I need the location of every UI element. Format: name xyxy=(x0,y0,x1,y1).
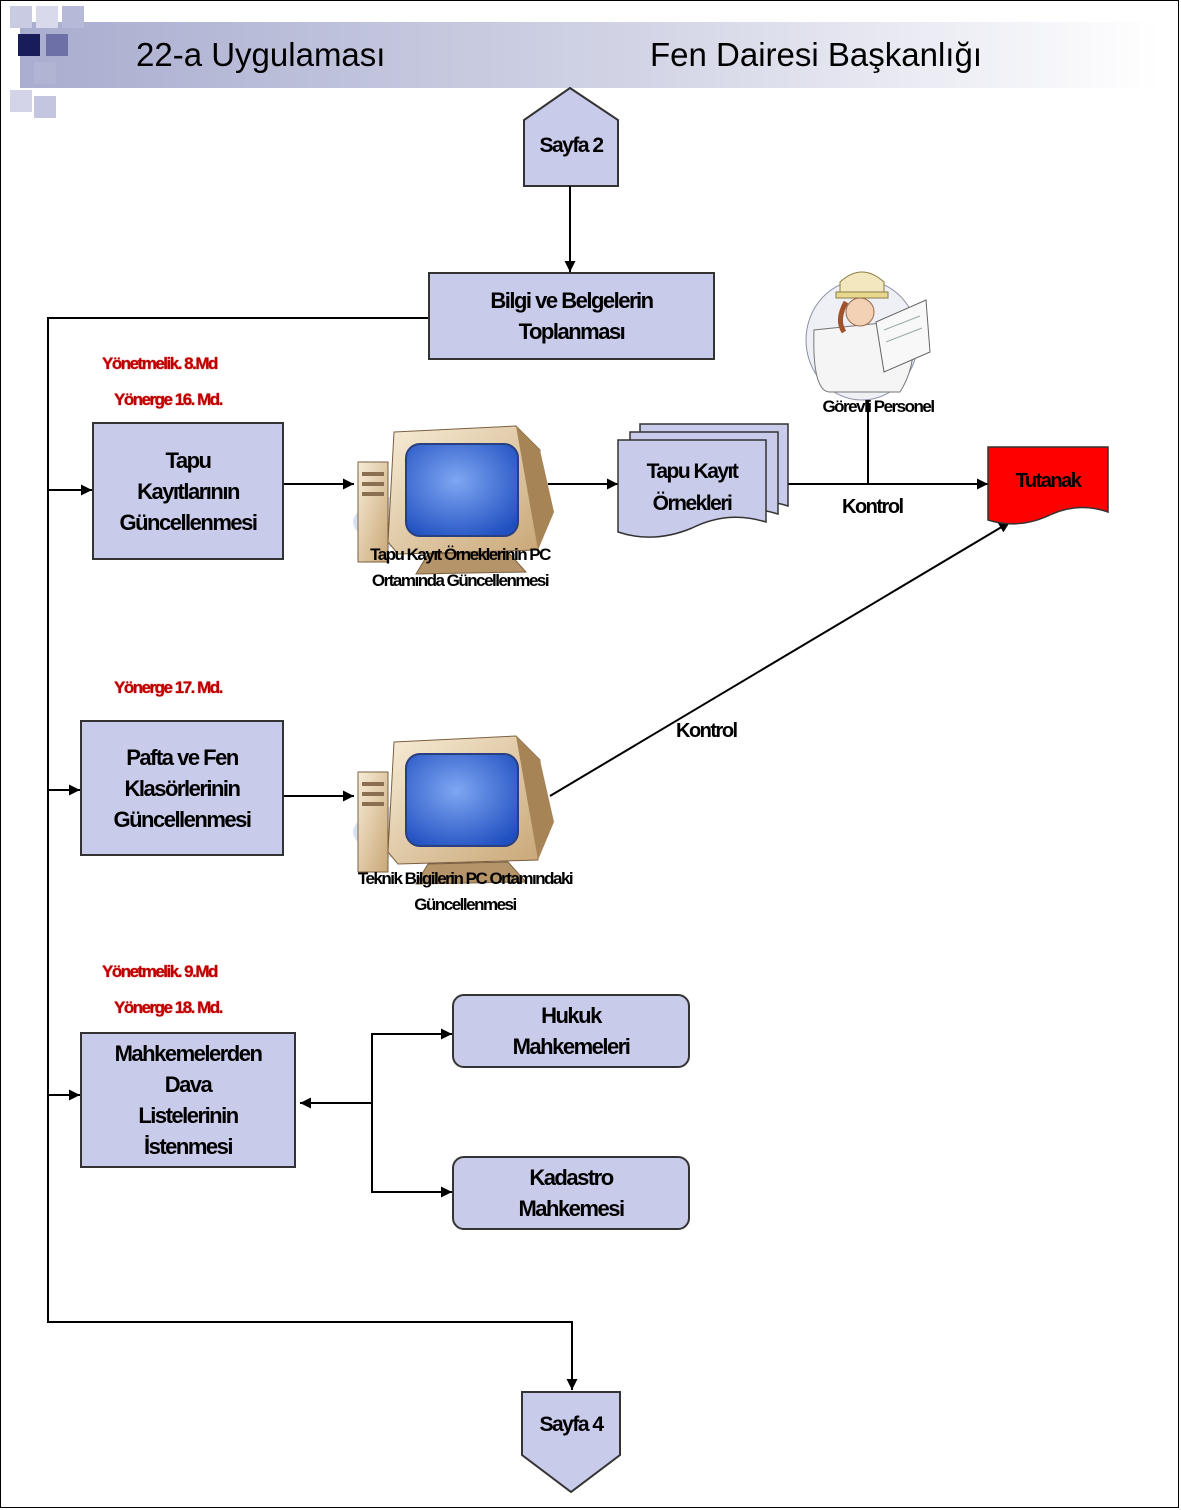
document-stack-shape xyxy=(617,423,789,538)
edge-courts-bracket xyxy=(371,1033,452,1193)
label-kontrol-1: Kontrol xyxy=(842,496,904,518)
document-tapu-kayit-ornekleri: Tapu Kayıt Örnekleri xyxy=(646,460,739,515)
reference-yonerge-18: Yönerge 18. Md. xyxy=(114,998,223,1017)
document-tutanak: Tutanak xyxy=(1015,470,1082,492)
process-bilgi-toplanmasi: Bilgi ve Belgelerin Toplanması xyxy=(428,272,715,360)
department-title: Fen Dairesi Başkanlığı xyxy=(650,36,982,73)
caption-pc-tapu: Tapu Kayıt Örneklerinin PC Ortamında Gün… xyxy=(370,545,551,590)
edge-main-spine xyxy=(47,317,578,1390)
reference-yonetmelik-8: Yönetmelik. 8.Md xyxy=(102,354,218,373)
worker-clipart-icon xyxy=(805,271,931,401)
process-tapu-guncelleme: Tapu Kayıtlarının Güncellenmesi xyxy=(92,422,284,560)
caption-gorevli-personel: Görevli Personel xyxy=(822,397,935,416)
reference-yonetmelik-9: Yönetmelik. 9.Md xyxy=(102,962,218,981)
connector-bottom-shape xyxy=(521,1391,621,1494)
process-dava-listeleri: Mahkemelerden Dava Listelerinin İstenmes… xyxy=(80,1032,296,1168)
header-decoration xyxy=(10,6,1160,118)
page-title: 22-a Uygulaması xyxy=(136,36,386,73)
process-hukuk-mahkemeleri: Hukuk Mahkemeleri xyxy=(452,994,690,1068)
edge-pc2-to-tutanak xyxy=(549,521,1011,797)
label-kontrol-2: Kontrol xyxy=(676,720,738,742)
process-kadastro-mahkemesi: Kadastro Mahkemesi xyxy=(452,1156,690,1230)
tutanak-document-shape xyxy=(987,446,1109,525)
process-pafta-guncelleme: Pafta ve Fen Klasörlerinin Güncellenmesi xyxy=(80,720,284,856)
connector-top-label: Sayfa 2 xyxy=(539,134,604,157)
reference-yonerge-17: Yönerge 17. Md. xyxy=(114,678,223,697)
connector-bottom-label: Sayfa 4 xyxy=(539,1413,604,1436)
caption-pc-teknik: Teknik Bilgilerin PC Ortamındaki Güncell… xyxy=(357,869,574,914)
reference-yonerge-16: Yönerge 16. Md. xyxy=(114,390,223,409)
